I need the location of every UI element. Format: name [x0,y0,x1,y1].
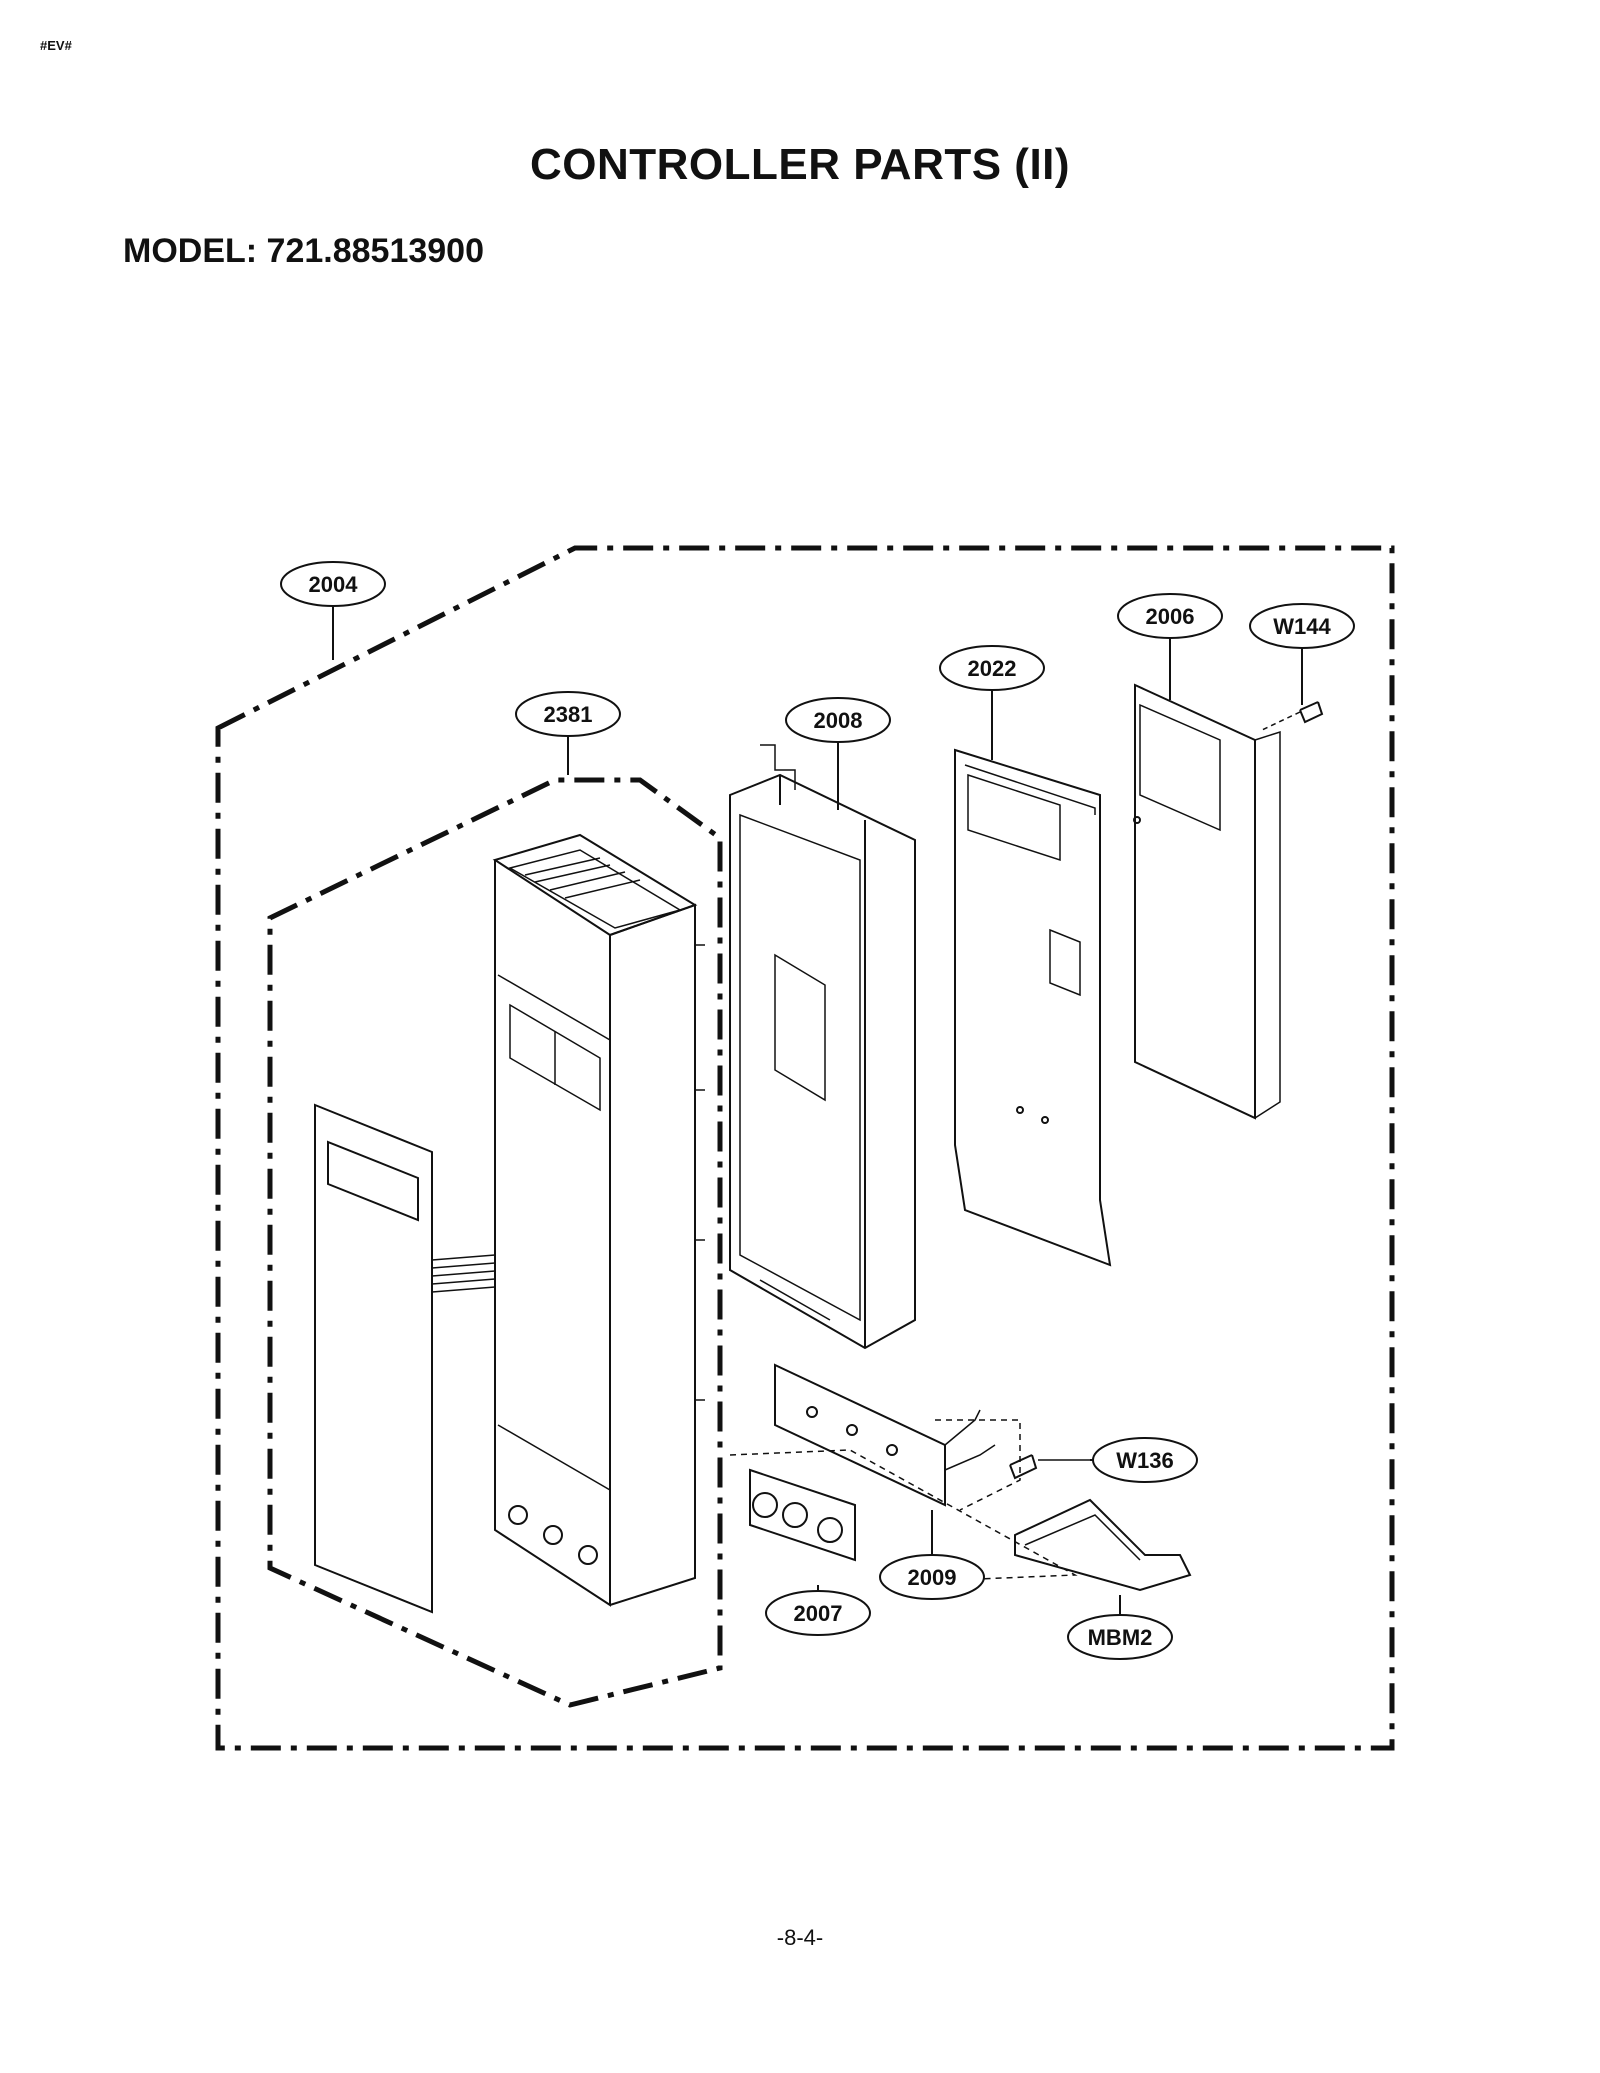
svg-text:2007: 2007 [794,1601,843,1626]
page-number: -8-4- [776,1925,824,1950]
svg-text:2006: 2006 [1146,604,1195,629]
corner-tag: #EV# [40,38,72,53]
callout-2007: 2007 [765,1590,871,1636]
svg-text:MBM2: MBM2 [1088,1625,1153,1650]
page-title: CONTROLLER PARTS (II) [529,140,1071,189]
knob-pcb [774,1363,1021,1511]
bracket-mbm2 [1014,1498,1192,1592]
screw-w136 [1009,1454,1090,1480]
callout-2022: 2022 [939,645,1045,691]
knob-holder [729,1449,1078,1581]
membrane-sheet [314,1103,496,1614]
callout-2009: 2009 [879,1554,985,1600]
svg-text:2009: 2009 [908,1565,957,1590]
screw-w144 [1261,701,1324,731]
main-pcb [1133,683,1281,1120]
svg-text:W136: W136 [1116,1448,1173,1473]
callout-w136: W136 [1092,1437,1198,1483]
svg-text:2008: 2008 [814,708,863,733]
svg-text:2022: 2022 [968,656,1017,681]
callout-2006: 2006 [1117,593,1223,639]
callout-mbm2: MBM2 [1067,1614,1173,1660]
model-number: MODEL: 721.88513900 [123,232,484,270]
svg-text:2381: 2381 [544,702,593,727]
callout-w144: W144 [1249,603,1355,649]
controller-frame [729,744,916,1350]
callout-2008: 2008 [785,697,891,743]
assembly-boundary-2004 [215,545,1395,1751]
svg-text:2004: 2004 [309,572,359,597]
door-control-panel [492,833,705,1607]
shield-plate [954,748,1112,1267]
callout-2381: 2381 [515,691,621,737]
callout-2004: 2004 [280,561,386,607]
assembly-boundary-2381 [267,777,723,1708]
svg-text:W144: W144 [1273,614,1331,639]
